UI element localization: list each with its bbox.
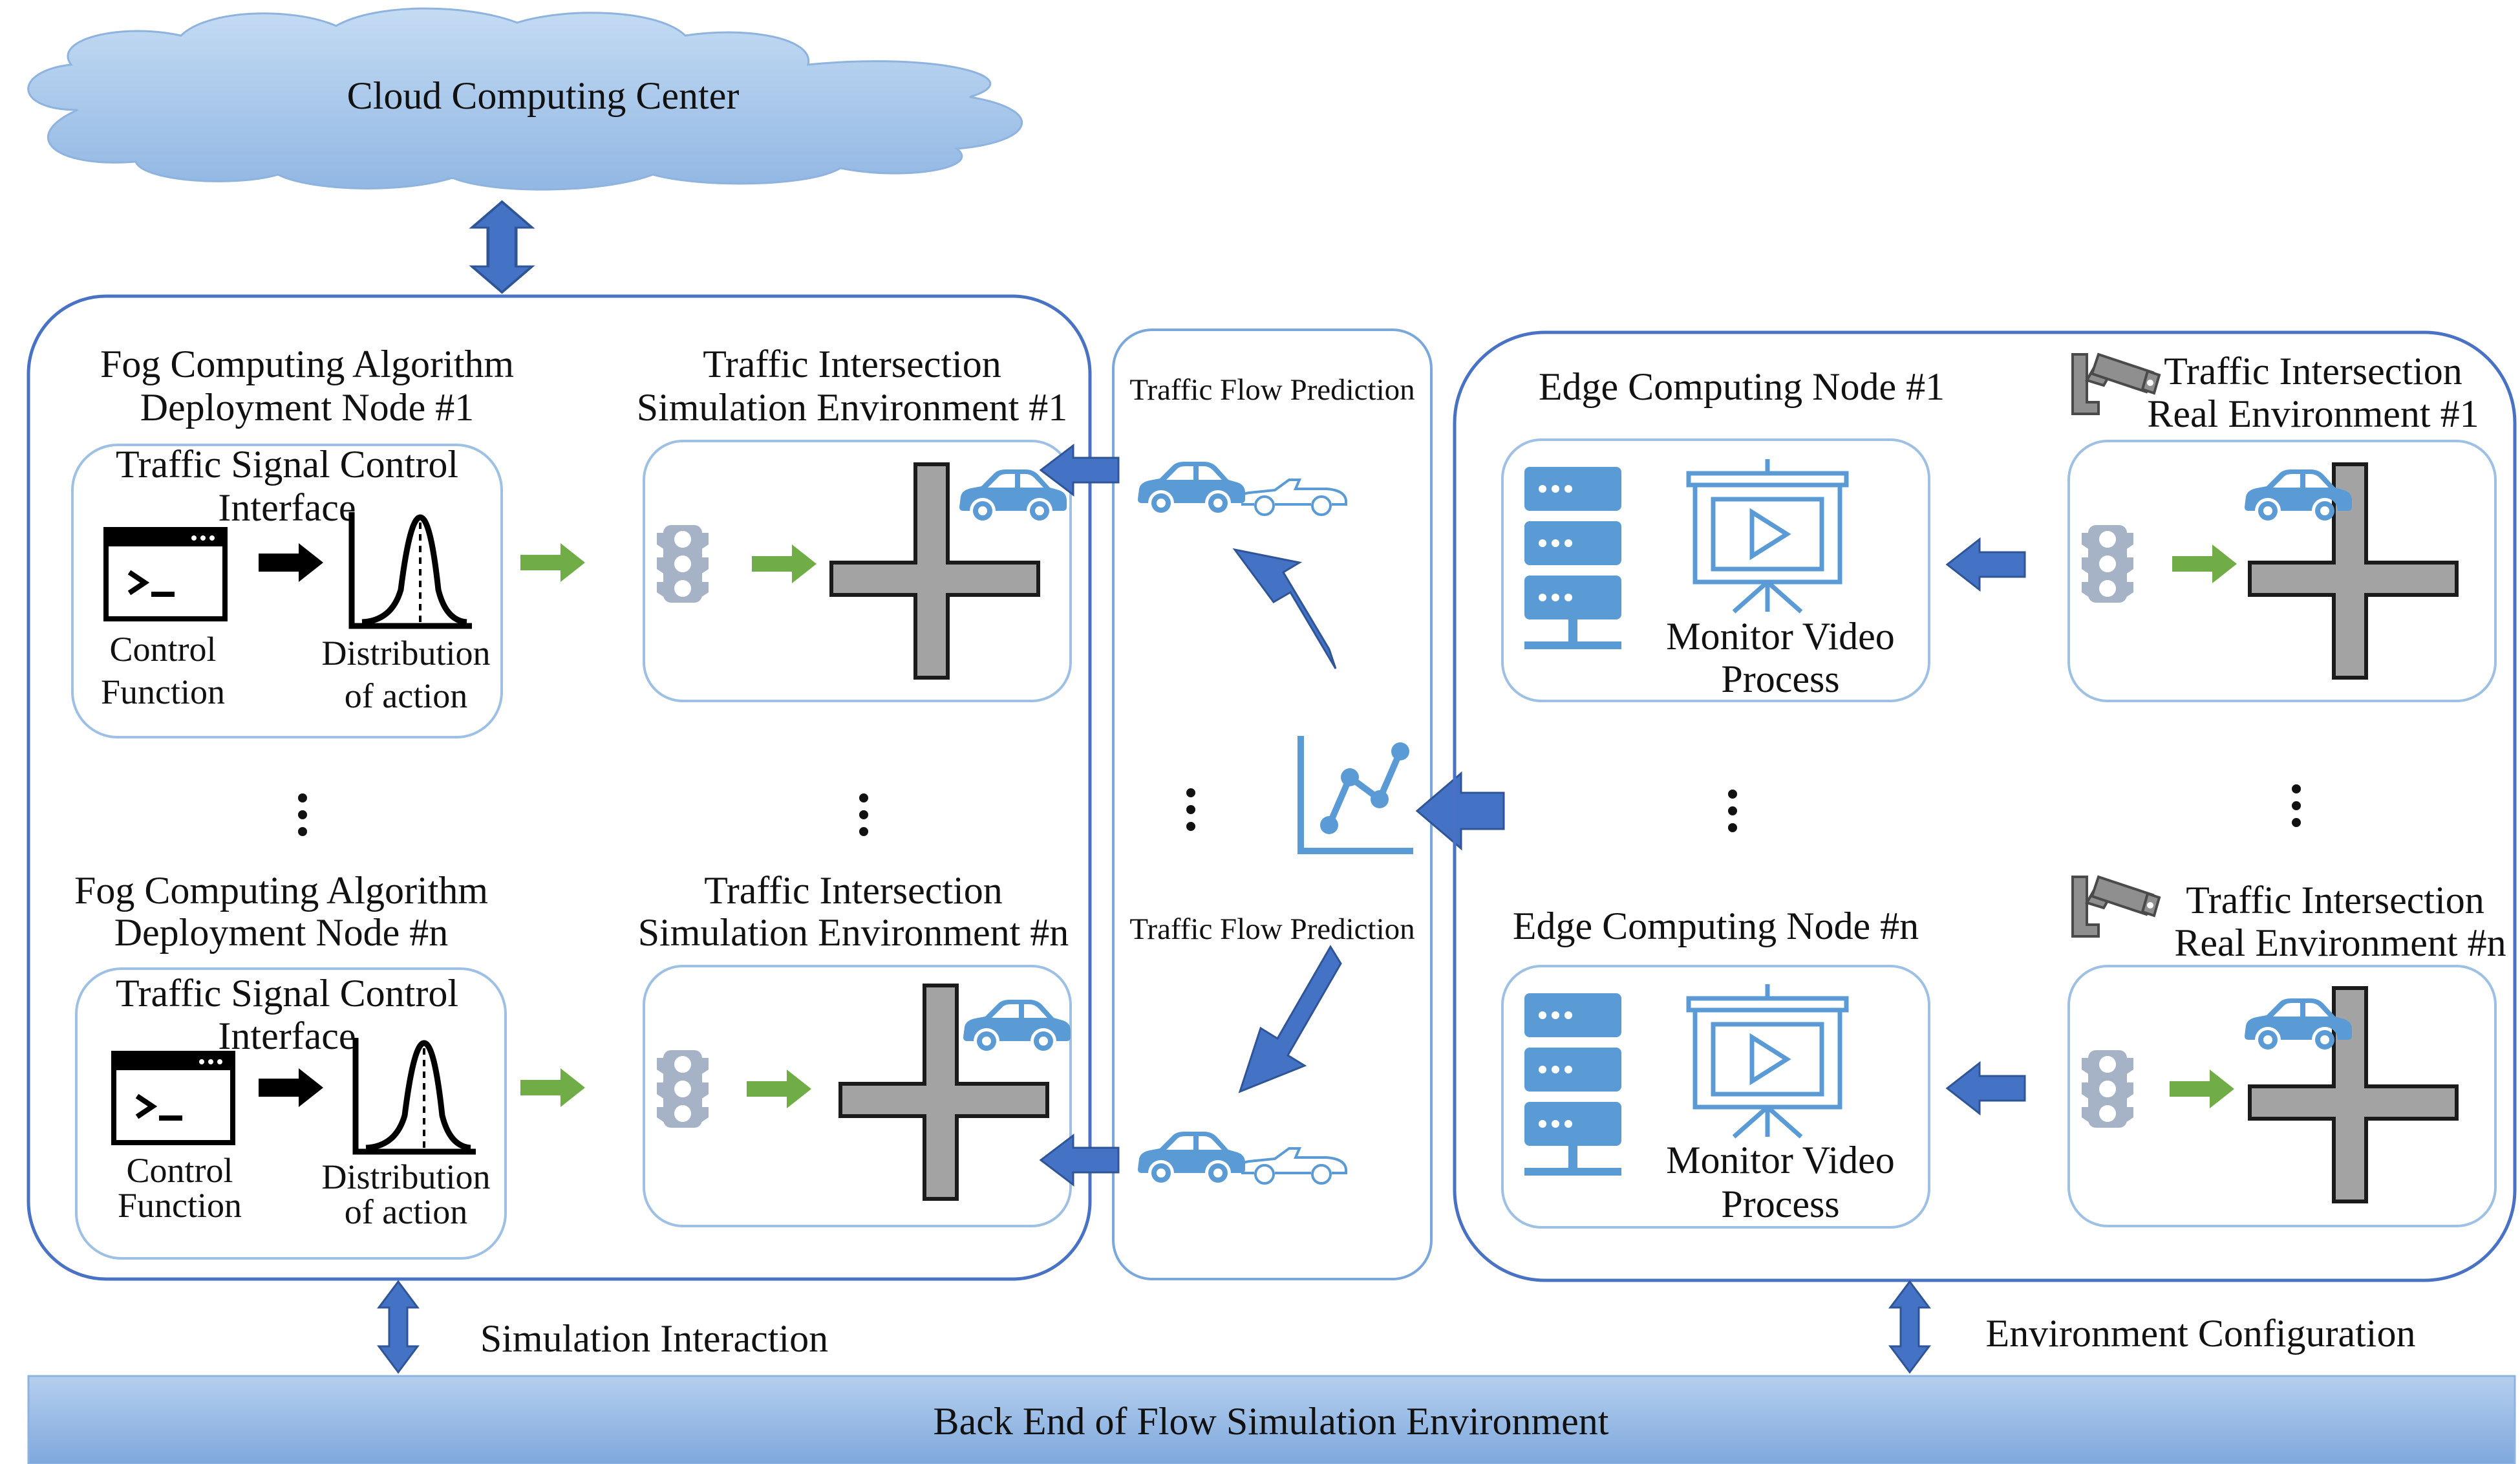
- process-label: Process: [1721, 658, 1839, 700]
- traffic-light-icon: [657, 1050, 709, 1128]
- ellipsis-icon: [298, 793, 307, 836]
- diagonal-arrow-up-icon: [1232, 548, 1337, 669]
- distribution-label: Distribution: [321, 634, 490, 673]
- fog-node-title: Deployment Node #1: [140, 386, 475, 429]
- interface-label: Traffic Signal Control: [116, 443, 458, 486]
- process-label: Monitor Video: [1666, 1139, 1895, 1181]
- real-env-title: Traffic Intersection: [2164, 350, 2462, 393]
- terminal-icon: [106, 530, 225, 619]
- environment-configuration-label: Environment Configuration: [1986, 1312, 2416, 1355]
- signal-control-interface-box: [71, 444, 503, 738]
- edge-computing-panel: [1453, 330, 2517, 1282]
- interface-label: Interface: [218, 1015, 356, 1057]
- sim-env-title: Traffic Intersection: [703, 343, 1001, 385]
- real-environment-1: Traffic Intersection Real Environment #1: [2067, 350, 2497, 702]
- traffic-light-icon: [657, 525, 709, 603]
- distribution-label: of action: [345, 676, 467, 715]
- real-env-title: Traffic Intersection: [2186, 879, 2484, 921]
- car-icon: [1138, 1132, 1245, 1183]
- process-label: Process: [1721, 1183, 1839, 1225]
- cloud-computing-center: Cloud Computing Center: [27, 7, 1023, 191]
- ellipsis-icon: [1728, 790, 1737, 832]
- ellipsis-icon: [859, 793, 868, 836]
- prediction-label-top: Traffic Flow Prediction: [1129, 373, 1415, 407]
- sim-env-title: Simulation Environment #1: [637, 386, 1068, 429]
- signal-control-interface-box: [75, 967, 507, 1260]
- environment-configuration-link: Environment Configuration: [1889, 1280, 2416, 1373]
- fog-node-title: Fog Computing Algorithm: [100, 343, 514, 385]
- backend-label: Back End of Flow Simulation Environment: [934, 1400, 1609, 1443]
- cloud-label: Cloud Computing Center: [347, 74, 740, 117]
- diagonal-arrow-down-icon: [1238, 945, 1342, 1093]
- green-arrow-icon: [520, 543, 585, 582]
- fog-node-1: Fog Computing Algorithm Deployment Node …: [71, 343, 514, 738]
- process-label: Monitor Video: [1666, 615, 1895, 658]
- ellipsis-icon: [1186, 788, 1195, 831]
- distribution-label: Distribution: [321, 1157, 490, 1196]
- convertible-car-icon: [1237, 1147, 1347, 1185]
- convertible-car-icon: [1237, 479, 1347, 516]
- traffic-light-icon: [2082, 1050, 2133, 1128]
- terminal-icon: [114, 1053, 233, 1143]
- line-chart-icon: [1297, 736, 1413, 854]
- sim-env-title: Simulation Environment #n: [638, 911, 1069, 954]
- cloud-fog-link-arrow: [472, 202, 532, 292]
- simulation-interaction-link: Simulation Interaction: [378, 1280, 828, 1373]
- interface-label: Traffic Signal Control: [116, 972, 458, 1015]
- real-env-title: Real Environment #1: [2147, 393, 2479, 435]
- left-arrow-icon: [1945, 537, 2026, 592]
- sim-env-title: Traffic Intersection: [704, 869, 1003, 912]
- left-arrow-icon: [1945, 1060, 2026, 1116]
- real-env-title: Real Environment #n: [2174, 921, 2506, 964]
- left-arrow-icon: [1039, 443, 1120, 497]
- interface-label: Interface: [218, 486, 356, 529]
- backend-flow-simulation-bar: Back End of Flow Simulation Environment: [27, 1375, 2516, 1464]
- left-arrow-icon: [1415, 771, 1505, 851]
- simulation-environment-1: Traffic Intersection Simulation Environm…: [637, 343, 1072, 702]
- green-arrow-icon: [520, 1068, 585, 1107]
- car-icon: [1138, 462, 1245, 513]
- ellipsis-icon: [2292, 784, 2301, 827]
- fog-node-n: Fog Computing Algorithm Deployment Node …: [74, 869, 507, 1260]
- fog-computing-panel: [27, 294, 1092, 1281]
- fog-node-title: Deployment Node #n: [114, 911, 449, 954]
- surveillance-camera-icon: [2071, 876, 2161, 938]
- edge-computing-node-n: Edge Computing Node #n Monitor Video Pro…: [1501, 905, 1930, 1229]
- left-arrow-icon: [1039, 1133, 1120, 1187]
- edge-node-title: Edge Computing Node #n: [1513, 905, 1919, 947]
- surveillance-camera-icon: [2071, 353, 2161, 415]
- simulation-environment-n: Traffic Intersection Simulation Environm…: [638, 869, 1072, 1227]
- control-label: Function: [101, 673, 225, 711]
- edge-computing-node-1: Edge Computing Node #1 Monitor Video Pro…: [1501, 365, 1945, 702]
- distribution-label: of action: [345, 1192, 467, 1231]
- prediction-label-bottom: Traffic Flow Prediction: [1129, 912, 1415, 946]
- control-label: Control: [126, 1151, 233, 1190]
- fog-node-title: Fog Computing Algorithm: [74, 869, 488, 912]
- simulation-interaction-label: Simulation Interaction: [480, 1317, 828, 1360]
- real-environment-n: Traffic Intersection Real Environment #n: [2067, 876, 2506, 1227]
- control-label: Function: [118, 1186, 242, 1225]
- control-label: Control: [109, 630, 216, 669]
- edge-node-title: Edge Computing Node #1: [1539, 365, 1945, 408]
- traffic-light-icon: [2082, 525, 2133, 603]
